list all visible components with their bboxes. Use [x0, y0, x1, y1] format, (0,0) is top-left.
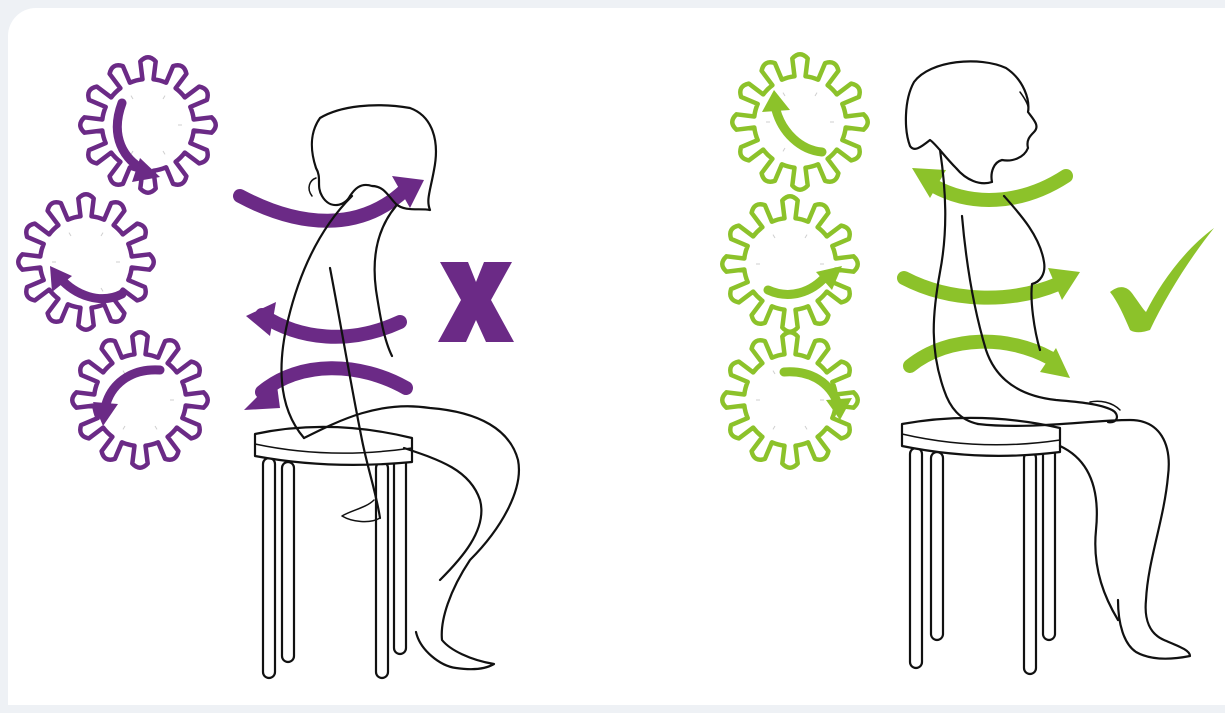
- misaligned-flow-arrows: [240, 176, 424, 410]
- incorrect-posture-panel: [18, 57, 519, 678]
- stool-right: [902, 418, 1060, 674]
- gear-bottom-left-icon: [72, 332, 208, 468]
- gear-middle-right-icon: [722, 196, 858, 332]
- stool-left: [255, 427, 412, 678]
- gear-outline: [72, 332, 208, 468]
- gear-outline: [732, 54, 868, 190]
- check-mark-icon: [1110, 228, 1214, 332]
- aligned-flow-arrows: [904, 168, 1080, 378]
- correct-posture-panel: [722, 54, 1214, 674]
- gear-outline: [18, 194, 154, 330]
- gear-middle-left-icon: [18, 194, 154, 330]
- gear-top-right-icon: [732, 54, 868, 190]
- x-mark-icon: [438, 262, 514, 342]
- gear-outline: [722, 196, 858, 332]
